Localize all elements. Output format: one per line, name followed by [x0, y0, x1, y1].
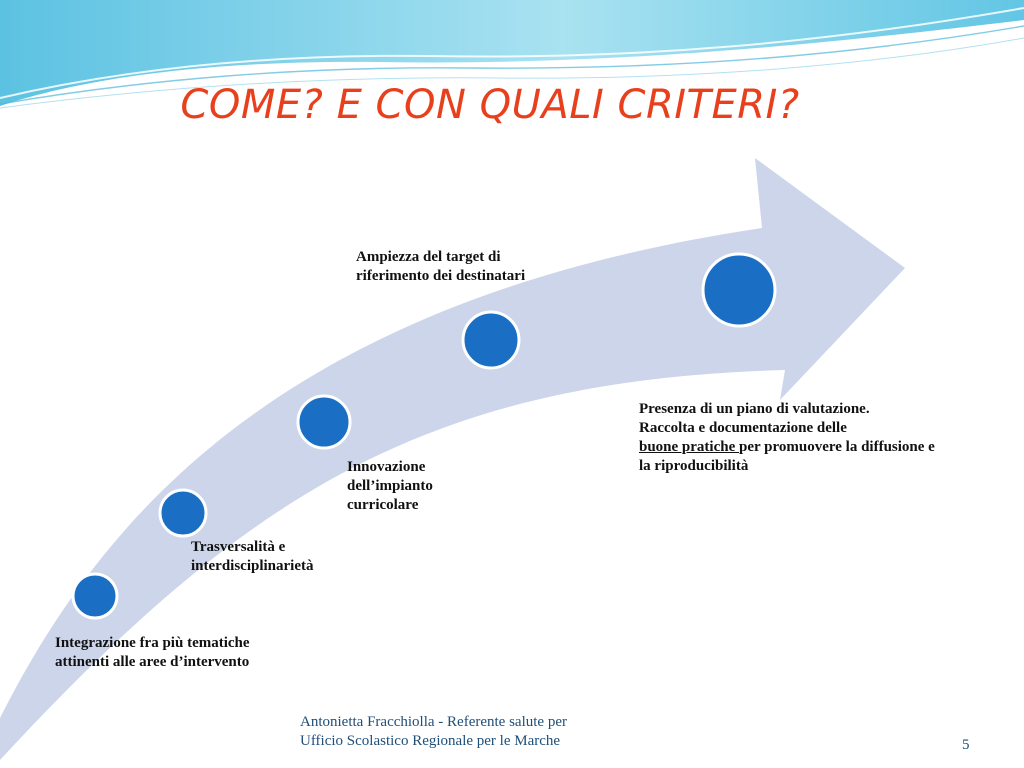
criterion-label-innovazione: Innovazione dell’impianto curricolare [347, 459, 433, 513]
curved-arrow-shape [0, 158, 905, 760]
criterion-node-1 [71, 572, 119, 620]
footer-line-2: Ufficio Scolastico Regionale per le Marc… [300, 733, 561, 749]
footer-line-1: Antonietta Fracchiolla - Referente salut… [300, 714, 567, 730]
criterion-5-underlined: buone pratiche [639, 439, 740, 455]
criterion-5-line1: Presenza di un piano di valutazione. [639, 401, 870, 417]
page-number: 5 [962, 737, 970, 753]
criterion-node-2 [158, 488, 208, 538]
criterion-label-integrazione: Integrazione fra più tematiche attinenti… [55, 635, 250, 670]
criterion-label-valutazione: Presenza di un piano di valutazione. Rac… [639, 400, 939, 476]
criterion-node-4 [461, 310, 521, 370]
header-wave-decoration [0, 0, 1024, 109]
criterion-node-5 [701, 252, 777, 328]
criterion-5-line2: Raccolta e documentazione delle [639, 420, 847, 436]
criterion-label-ampiezza: Ampiezza del target di riferimento dei d… [356, 249, 526, 284]
slide-footer: Antonietta Fracchiolla - Referente salut… [300, 713, 660, 751]
criterion-node-3 [296, 394, 352, 450]
criterion-label-trasversalita: Trasversalità e interdisciplinarietà [191, 539, 314, 574]
slide-title: COME? E CON QUALI CRITERI? [180, 82, 800, 128]
criterion-5-after: per promuovere la diffusione e la riprod… [639, 439, 935, 474]
